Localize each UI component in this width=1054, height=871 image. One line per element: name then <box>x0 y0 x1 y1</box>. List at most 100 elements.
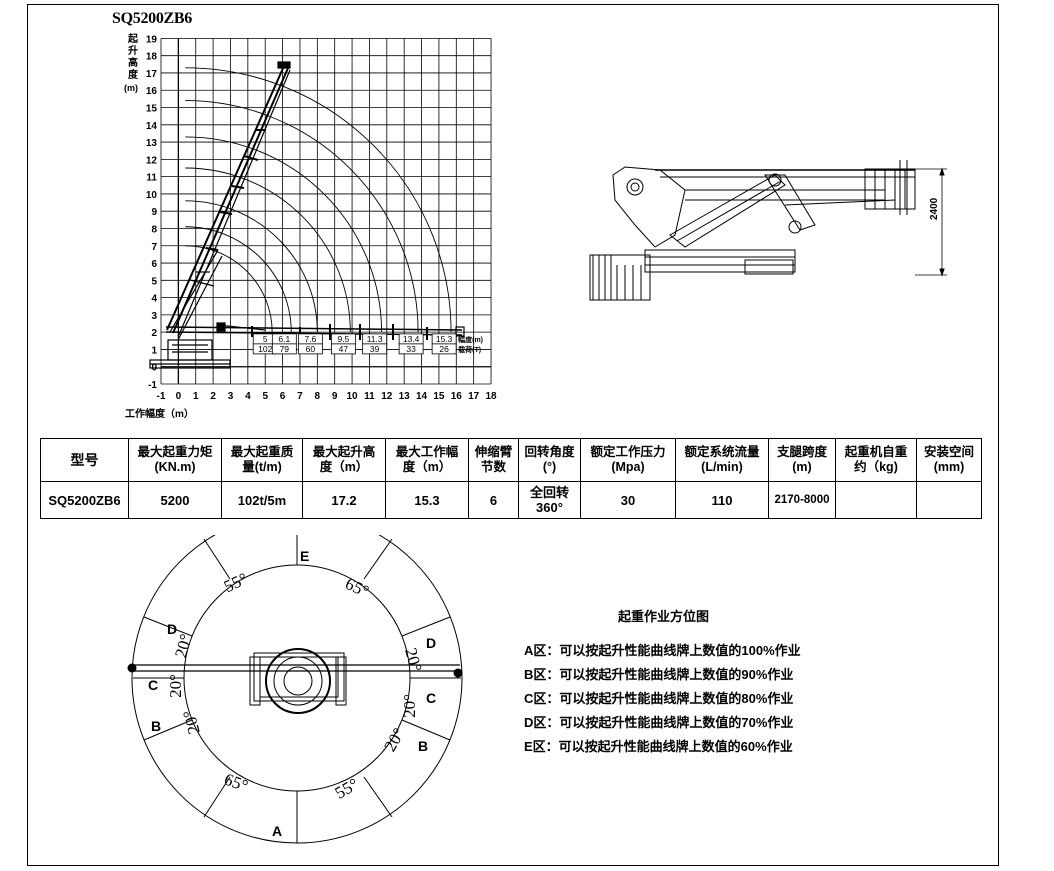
load-cell <box>431 343 457 355</box>
x-tick-label: 1 <box>193 391 199 402</box>
orientation-diagram <box>127 535 463 844</box>
radius-value: 15.3 <box>436 334 453 344</box>
radius-value: 9.5 <box>337 334 349 344</box>
x-tick-label: 12 <box>381 391 393 402</box>
drawing-sheet <box>27 4 999 866</box>
x-tick-label: 15 <box>433 391 445 402</box>
value-max-moment: 5200 <box>128 481 222 519</box>
x-tick-label: 5 <box>262 391 268 402</box>
value-install-space <box>916 481 982 519</box>
load-cell <box>271 343 297 355</box>
angle-right-mid: 20° <box>399 694 419 718</box>
load-value: 33 <box>406 344 416 354</box>
y-tick-label: 12 <box>146 155 158 166</box>
y-tick-label: 10 <box>146 190 158 201</box>
y-tick-label: 18 <box>146 52 158 63</box>
header-sections: 伸缩臂节数 <box>468 438 519 482</box>
x-tick-label: 9 <box>332 391 338 402</box>
load-value: 102 <box>258 344 272 354</box>
y-tick-label: 5 <box>151 276 157 287</box>
header-pressure: 额定工作压力(Mpa) <box>580 438 676 482</box>
crane-side-view: 2400 <box>589 160 947 301</box>
y-tick-label: 8 <box>151 224 157 235</box>
value-pressure: 30 <box>580 481 676 519</box>
x-tick-label: 18 <box>485 391 497 402</box>
y-tick-label: 11 <box>146 173 157 184</box>
legend-line-e: E区：可以按起升性能曲线牌上数值的60%作业 <box>524 739 793 754</box>
zone-label-a: A <box>272 823 283 839</box>
x-axis-label: 工作幅度（m） <box>125 409 194 420</box>
value-max-radius: 15.3 <box>385 481 469 519</box>
y-tick-label: 4 <box>151 294 157 305</box>
x-tick-label: 10 <box>347 391 359 402</box>
load-arc <box>185 67 452 333</box>
radius-value: 11.3 <box>367 334 383 344</box>
load-cell <box>398 343 424 355</box>
x-tick-label: 16 <box>451 391 463 402</box>
x-tick-label: 7 <box>297 391 303 402</box>
y-tick-label: 3 <box>151 311 157 322</box>
model-title: SQ5200ZB6 <box>112 10 192 27</box>
spec-table-header: 型号 最大起重力矩(KN.m) 最大起重质量(t/m) 最大起升高度（m） 最大… <box>40 438 982 482</box>
radius-value: 6.1 <box>278 334 290 344</box>
value-sections: 6 <box>468 481 519 519</box>
legend-line-a: A区：可以按起升性能曲线牌上数值的100%作业 <box>524 643 801 658</box>
value-max-height: 17.2 <box>302 481 386 519</box>
x-tick-label: 6 <box>280 391 286 402</box>
zone-label-c-right: C <box>426 690 437 706</box>
header-slew-angle: 回转角度(°) <box>518 438 581 482</box>
load-value: 39 <box>370 344 380 354</box>
header-self-weight: 起重机自重约（kg) <box>835 438 917 482</box>
load-arcs <box>185 67 452 333</box>
orientation-legend: 起重作业方位图 A区：可以按起升性能曲线牌上数值的100%作业 B区：可以按起升… <box>524 606 801 759</box>
radius-value: 13.4 <box>403 334 420 344</box>
y-tick-label: 6 <box>151 259 157 270</box>
y-tick-label: 13 <box>146 138 158 149</box>
header-install-space: 安装空间(mm) <box>916 438 982 482</box>
y-tick-label: 9 <box>151 207 157 218</box>
header-max-moment: 最大起重力矩(KN.m) <box>128 438 222 482</box>
load-value: 26 <box>439 344 449 354</box>
load-value: 47 <box>339 344 349 354</box>
angle-left-mid: 20° <box>165 674 185 698</box>
chart-grid <box>160 38 492 385</box>
y-tick-label: 19 <box>146 34 158 45</box>
load-cell <box>297 343 323 355</box>
load-value: 60 <box>306 344 316 354</box>
x-tick-label: 11 <box>364 391 375 402</box>
header-model: 型号 <box>40 438 129 482</box>
radius-row-label: 幅度(m) <box>458 335 483 344</box>
zone-label-b-right: B <box>418 738 429 754</box>
x-tick-label: 13 <box>399 391 411 402</box>
load-cell <box>362 343 388 355</box>
header-max-mass: 最大起重质量(t/m) <box>221 438 303 482</box>
legend-line-c: C区：可以按起升性能曲线牌上数值的80%作业 <box>524 691 794 706</box>
load-table: 51026.1797.6609.54711.33913.43315.326幅度(… <box>252 333 483 355</box>
y-tick-label: 14 <box>146 121 158 132</box>
x-tick-label: 4 <box>245 391 251 402</box>
header-max-radius: 最大工作幅度（m） <box>385 438 469 482</box>
load-arc <box>185 167 351 333</box>
legend-line-d: D区：可以按起升性能曲线牌上数值的70%作业 <box>524 715 794 730</box>
value-model: SQ5200ZB6 <box>40 481 129 519</box>
x-tick-label: 8 <box>315 391 321 402</box>
load-arc <box>185 200 318 333</box>
value-max-mass: 102t/5m <box>221 481 303 519</box>
y-tick-label: 17 <box>146 69 158 80</box>
load-arc <box>185 226 292 333</box>
header-max-height: 最大起升高度（m） <box>302 438 386 482</box>
zone-label-d-right: D <box>426 635 437 651</box>
header-flow: 额定系统流量(L/min) <box>675 438 769 482</box>
legend-title: 起重作业方位图 <box>618 609 710 624</box>
value-self-weight <box>835 481 917 519</box>
header-outrigger-span: 支腿跨度(m) <box>768 438 836 482</box>
load-arc <box>185 100 419 333</box>
y-axis-label: 起 升 高 度 (m) <box>124 34 138 93</box>
y-tick-label: 1 <box>151 345 157 356</box>
x-tick-label: 0 <box>176 391 182 402</box>
value-flow: 110 <box>675 481 769 519</box>
